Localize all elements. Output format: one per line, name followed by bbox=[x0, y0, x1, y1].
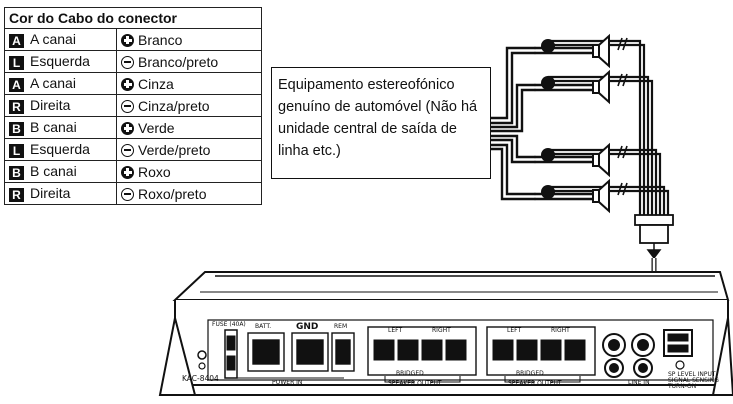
speaker-output-a-label: SPEAKER OUTPUT bbox=[388, 380, 442, 387]
minus-icon bbox=[121, 55, 134, 69]
wire-color-cell: Roxo bbox=[116, 160, 262, 183]
wire-color-label: Branco bbox=[138, 31, 183, 48]
wire-color-label: Cinza/preto bbox=[138, 97, 210, 114]
plus-icon bbox=[121, 165, 134, 179]
description-box: Equipamento estereofónico genuíno de aut… bbox=[271, 67, 491, 179]
rem-label: REM bbox=[334, 323, 347, 330]
channel-key-badge: L bbox=[9, 144, 24, 158]
channel-label: Direita bbox=[30, 185, 71, 201]
channel-key-badge: A bbox=[9, 78, 24, 92]
amplifier-labels: FUSE (40A) BATT. GND REM POWER IN KAC-84… bbox=[182, 321, 719, 390]
wire-color-cell: Cinza bbox=[116, 72, 262, 95]
wire-color-cell: Cinza/preto bbox=[116, 94, 262, 117]
legend-row: L Esquerda Branco/preto bbox=[4, 50, 262, 73]
wire-color-cell: Branco/preto bbox=[116, 50, 262, 73]
channel-key-badge: B bbox=[9, 166, 24, 180]
minus-icon bbox=[121, 99, 134, 113]
wire-color-cell: Verde/preto bbox=[116, 138, 262, 161]
channel-label: A canai bbox=[30, 75, 76, 91]
legend-header: Cor do Cabo do conector bbox=[4, 7, 262, 29]
speaker-output-b-label: SPEAKER OUTPUT bbox=[508, 380, 562, 387]
channel-label: B canai bbox=[30, 119, 77, 135]
plus-icon bbox=[121, 33, 134, 47]
channel-key-badge: A bbox=[9, 34, 24, 48]
left-b-label: LEFT bbox=[507, 327, 521, 334]
batt-label: BATT. bbox=[255, 323, 271, 330]
channel-cell: R Direita bbox=[4, 182, 117, 205]
legend-row: A A canai Branco bbox=[4, 28, 262, 51]
wire-color-cell: Roxo/preto bbox=[116, 182, 262, 205]
channel-key-badge: R bbox=[9, 100, 24, 114]
left-a-label: LEFT bbox=[388, 327, 402, 334]
model-label: KAC-8404 bbox=[182, 374, 219, 383]
legend-row: R Direita Roxo/preto bbox=[4, 182, 262, 205]
channel-key-badge: B bbox=[9, 122, 24, 136]
wire-color-label: Verde bbox=[138, 119, 175, 136]
legend-row: R Direita Cinza/preto bbox=[4, 94, 262, 117]
channel-label: Esquerda bbox=[30, 53, 90, 69]
wire-color-cell: Branco bbox=[116, 28, 262, 51]
speaker-icon bbox=[592, 33, 610, 214]
channel-cell: L Esquerda bbox=[4, 138, 117, 161]
channel-key-badge: L bbox=[9, 56, 24, 70]
channel-label: B canai bbox=[30, 163, 77, 179]
fuse-label: FUSE (40A) bbox=[212, 321, 246, 328]
wire-breaks bbox=[617, 37, 628, 196]
gnd-label: GND bbox=[296, 322, 318, 332]
plus-icon bbox=[121, 121, 134, 135]
right-b-label: RIGHT bbox=[551, 327, 570, 334]
wire-color-label: Cinza bbox=[138, 75, 174, 92]
channel-cell: B B canai bbox=[4, 116, 117, 139]
legend-row: B B canai Roxo bbox=[4, 160, 262, 183]
legend-row: A A canai Cinza bbox=[4, 72, 262, 95]
channel-cell: R Direita bbox=[4, 94, 117, 117]
channel-cell: B B canai bbox=[4, 160, 117, 183]
wire-color-label: Roxo bbox=[138, 163, 171, 180]
sp-level-input-label: SP LEVEL INPUT bbox=[668, 371, 716, 378]
legend-row: B B canai Verde bbox=[4, 116, 262, 139]
turn-on-label: TURN-ON bbox=[667, 383, 696, 390]
channel-label: Direita bbox=[30, 97, 71, 113]
power-in-label: POWER IN bbox=[272, 379, 302, 386]
signal-sensing-label: SIGNAL SENSING bbox=[668, 377, 719, 384]
wire-color-label: Branco/preto bbox=[138, 53, 219, 70]
junction-dots bbox=[541, 39, 555, 199]
minus-icon bbox=[121, 143, 134, 157]
right-a-label: RIGHT bbox=[432, 327, 451, 334]
bridged-a-label: BRIDGED bbox=[396, 370, 424, 377]
wire-color-label: Roxo/preto bbox=[138, 185, 207, 202]
bridged-b-label: BRIDGED bbox=[516, 370, 544, 377]
wire-color-cell: Verde bbox=[116, 116, 262, 139]
legend-row: L Esquerda Verde/preto bbox=[4, 138, 262, 161]
line-in-label: LINE IN bbox=[628, 379, 650, 386]
wire-color-label: Verde/preto bbox=[138, 141, 211, 158]
harness-wires bbox=[489, 39, 670, 217]
minus-icon bbox=[121, 187, 134, 201]
channel-cell: L Esquerda bbox=[4, 50, 117, 73]
channel-cell: A A canai bbox=[4, 28, 117, 51]
channel-label: A canai bbox=[30, 31, 76, 47]
channel-label: Esquerda bbox=[30, 141, 90, 157]
plus-icon bbox=[121, 77, 134, 91]
amplifier bbox=[158, 271, 733, 396]
channel-cell: A A canai bbox=[4, 72, 117, 95]
description-text: Equipamento estereofónico genuíno de aut… bbox=[278, 77, 478, 159]
channel-key-badge: R bbox=[9, 188, 24, 202]
